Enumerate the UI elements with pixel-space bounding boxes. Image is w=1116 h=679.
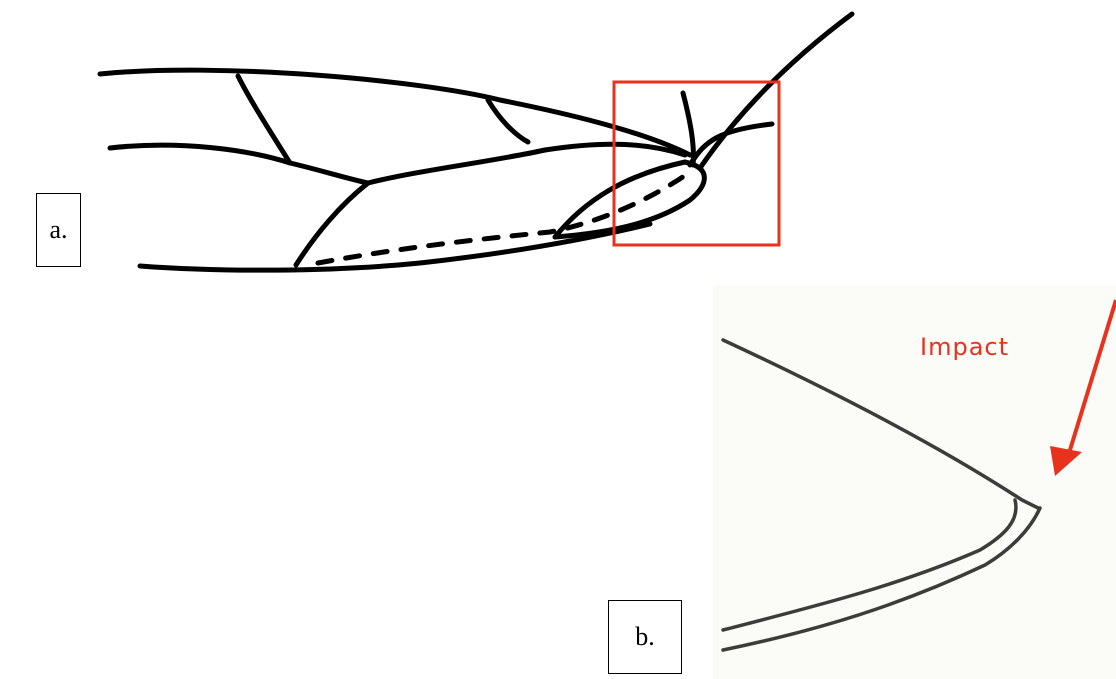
crease-branch bbox=[368, 150, 545, 183]
panel-a-label: a. bbox=[36, 193, 81, 267]
spark-line-1 bbox=[700, 14, 852, 168]
spark-line-2 bbox=[690, 124, 772, 165]
arrow-head-icon bbox=[1050, 446, 1082, 476]
panel-b-label: b. bbox=[608, 600, 682, 674]
inset-outer-edge bbox=[723, 508, 1040, 650]
panel-b-drawing bbox=[723, 340, 1040, 650]
nail-fold-line bbox=[296, 183, 368, 265]
impact-arrow bbox=[1050, 300, 1116, 476]
panel-a-drawing bbox=[100, 14, 852, 270]
nail-dashed-line bbox=[318, 172, 690, 263]
impact-label: Impact bbox=[920, 333, 1009, 361]
finger-mid-outline bbox=[110, 145, 368, 183]
finger-bottom-outline bbox=[140, 224, 650, 270]
inset-upper-edge bbox=[723, 340, 1038, 508]
